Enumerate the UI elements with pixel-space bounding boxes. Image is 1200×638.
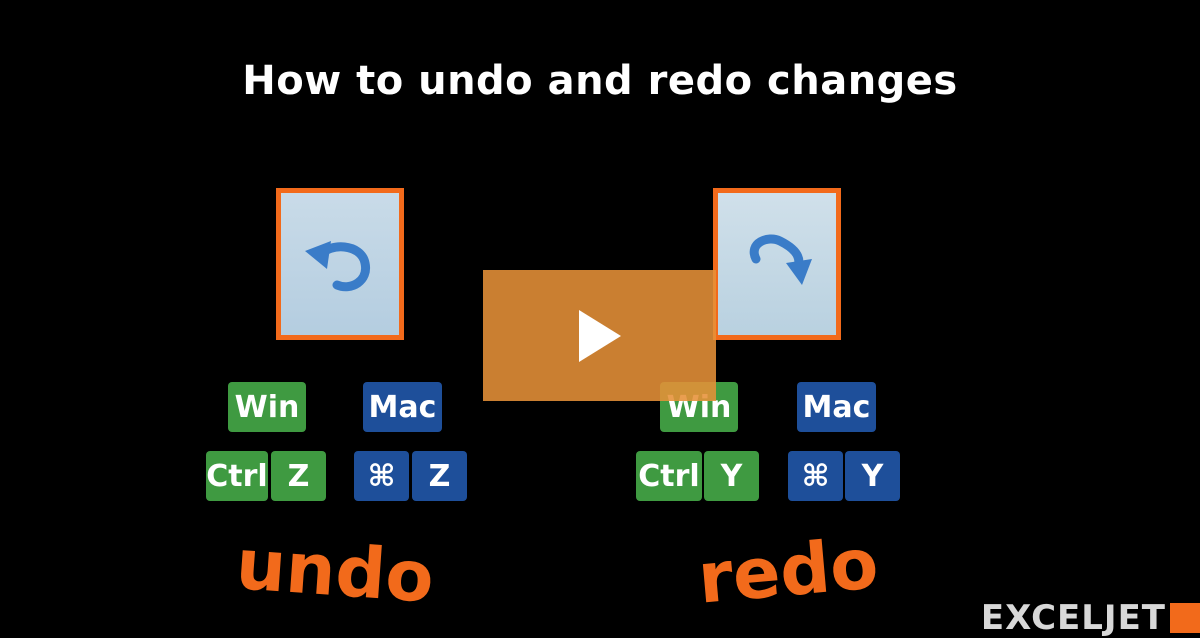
redo-word: redo bbox=[694, 522, 882, 620]
logo-mark-icon bbox=[1170, 603, 1200, 633]
exceljet-logo: EXCELJET bbox=[981, 598, 1200, 638]
undo-mac-label: Mac bbox=[363, 382, 442, 432]
redo-win-key-y: Y bbox=[704, 451, 759, 501]
play-button[interactable] bbox=[483, 270, 716, 401]
redo-mac-key-y: Y bbox=[845, 451, 900, 501]
undo-arrow-icon bbox=[305, 241, 371, 292]
redo-button-preview bbox=[713, 188, 841, 340]
undo-win-key-ctrl: Ctrl bbox=[206, 451, 268, 501]
redo-win-key-ctrl: Ctrl bbox=[636, 451, 702, 501]
undo-word: undo bbox=[233, 523, 437, 619]
redo-mac-key-cmd: ⌘ bbox=[788, 451, 843, 501]
redo-arrow-icon bbox=[749, 234, 812, 285]
video-title: How to undo and redo changes bbox=[242, 58, 958, 104]
undo-button-preview bbox=[276, 188, 404, 340]
undo-mac-key-z: Z bbox=[412, 451, 467, 501]
play-icon bbox=[579, 310, 621, 362]
undo-win-label: Win bbox=[228, 382, 306, 432]
undo-mac-key-cmd: ⌘ bbox=[354, 451, 409, 501]
undo-win-key-z: Z bbox=[271, 451, 326, 501]
redo-mac-label: Mac bbox=[797, 382, 876, 432]
logo-text: EXCELJET bbox=[980, 598, 1166, 638]
